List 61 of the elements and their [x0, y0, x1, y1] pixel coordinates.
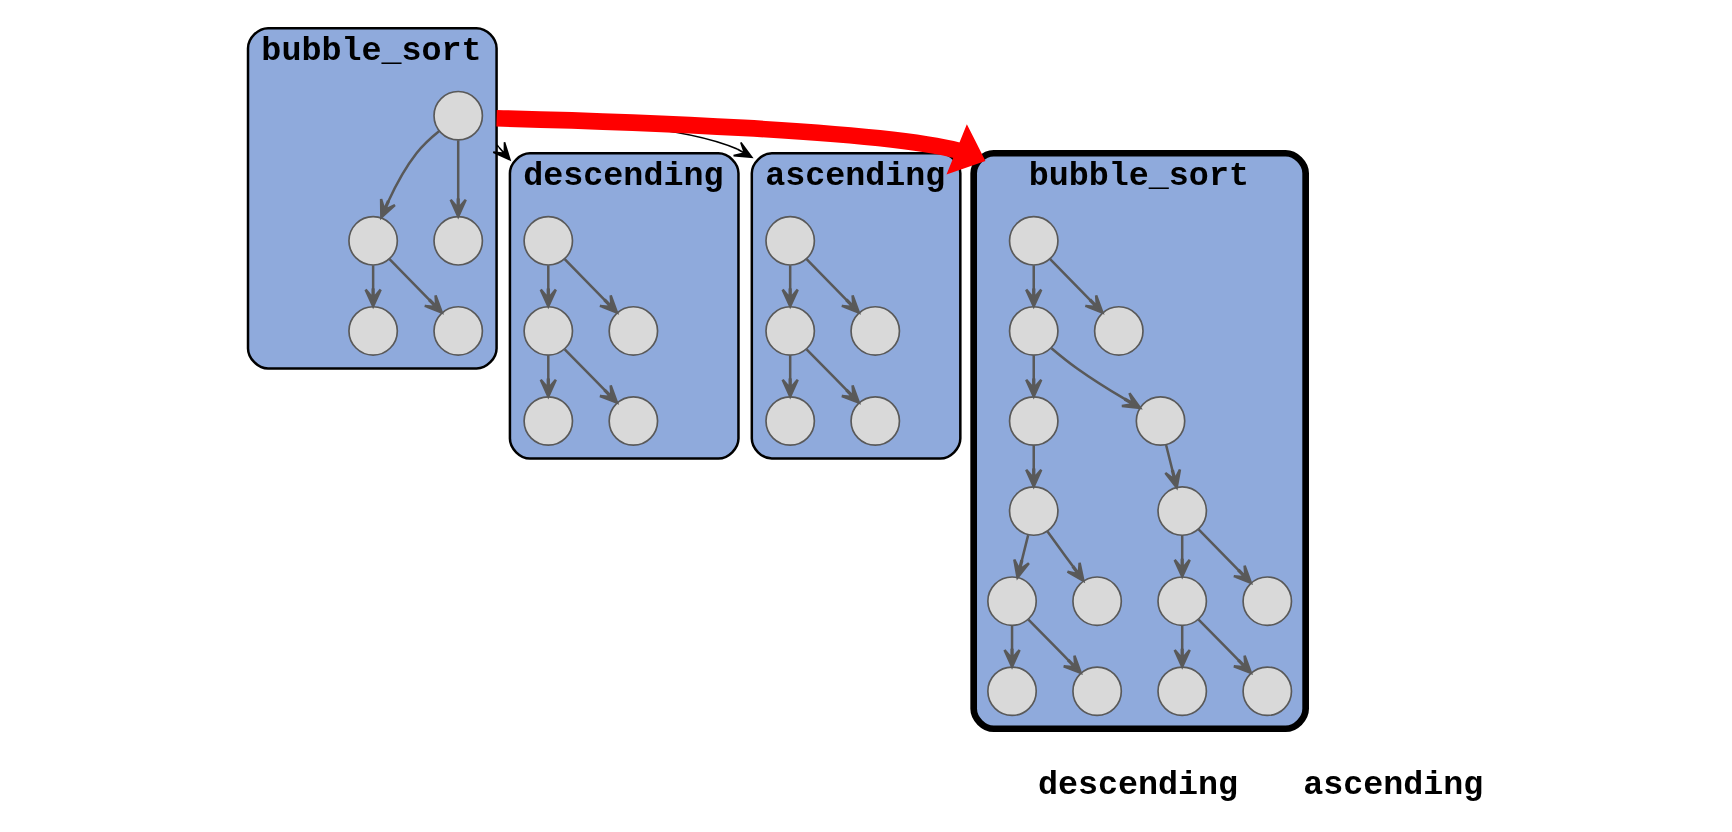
- cluster: ascending: [750, 152, 962, 460]
- arrow: [539, 265, 557, 308]
- node-circle: [1071, 666, 1122, 717]
- node-circle: [1156, 576, 1207, 627]
- arrow: [448, 140, 467, 218]
- node-circle: [1156, 486, 1207, 537]
- arrow: [1197, 528, 1252, 585]
- arrow: [1002, 625, 1021, 668]
- node-circle: [1241, 576, 1292, 627]
- node-circle: [432, 305, 483, 356]
- node-circle: [849, 305, 900, 356]
- arrow: [780, 355, 799, 398]
- node-circle: [432, 90, 483, 141]
- arrow: [780, 265, 799, 308]
- arrow: [1024, 265, 1042, 308]
- arrow: [805, 348, 860, 404]
- node-circle: [1008, 486, 1059, 537]
- arrow: [1050, 347, 1141, 410]
- node-circle: [522, 305, 573, 356]
- node-circle: [1008, 305, 1059, 356]
- cluster: descending: [508, 152, 740, 460]
- arrow: [563, 348, 618, 404]
- node-circle: [1008, 396, 1059, 447]
- arrow: [1024, 445, 1042, 488]
- node-circle: [849, 396, 900, 447]
- arrow: [805, 258, 860, 314]
- arrow: [1024, 355, 1042, 398]
- arrow: [363, 265, 382, 308]
- arrow: [379, 130, 440, 219]
- node-circle: [522, 396, 573, 447]
- node-circle: [347, 305, 398, 356]
- node-circle: [764, 396, 815, 447]
- arrow: [1172, 625, 1191, 668]
- arrow: [1046, 530, 1085, 582]
- node-circle: [1071, 576, 1122, 627]
- arrow: [1048, 258, 1104, 314]
- node-circle: [607, 396, 658, 447]
- node-circle: [1135, 396, 1186, 447]
- node-circle: [1241, 666, 1292, 717]
- node-circle: [986, 576, 1037, 627]
- arrow: [1012, 534, 1030, 579]
- node-circle: [1008, 215, 1059, 266]
- label: descending: [1037, 765, 1238, 804]
- arrow: [1163, 444, 1181, 489]
- arrow: [1172, 535, 1191, 578]
- cluster: bubble_sort: [969, 149, 1309, 733]
- node-circle: [522, 215, 573, 266]
- arrow: [563, 258, 618, 314]
- node-circle: [764, 215, 815, 266]
- node-circle: [1156, 666, 1207, 717]
- node-circle: [432, 215, 483, 266]
- node-circle: [986, 666, 1037, 717]
- label: ascending: [1302, 765, 1483, 804]
- arrow: [388, 258, 443, 314]
- arrow: [539, 355, 557, 398]
- node-circle: [607, 305, 658, 356]
- node-circle: [1093, 305, 1144, 356]
- node-circle: [347, 215, 398, 266]
- arrow: [1197, 618, 1252, 675]
- node-circle: [764, 305, 815, 356]
- arrow: [1027, 618, 1082, 675]
